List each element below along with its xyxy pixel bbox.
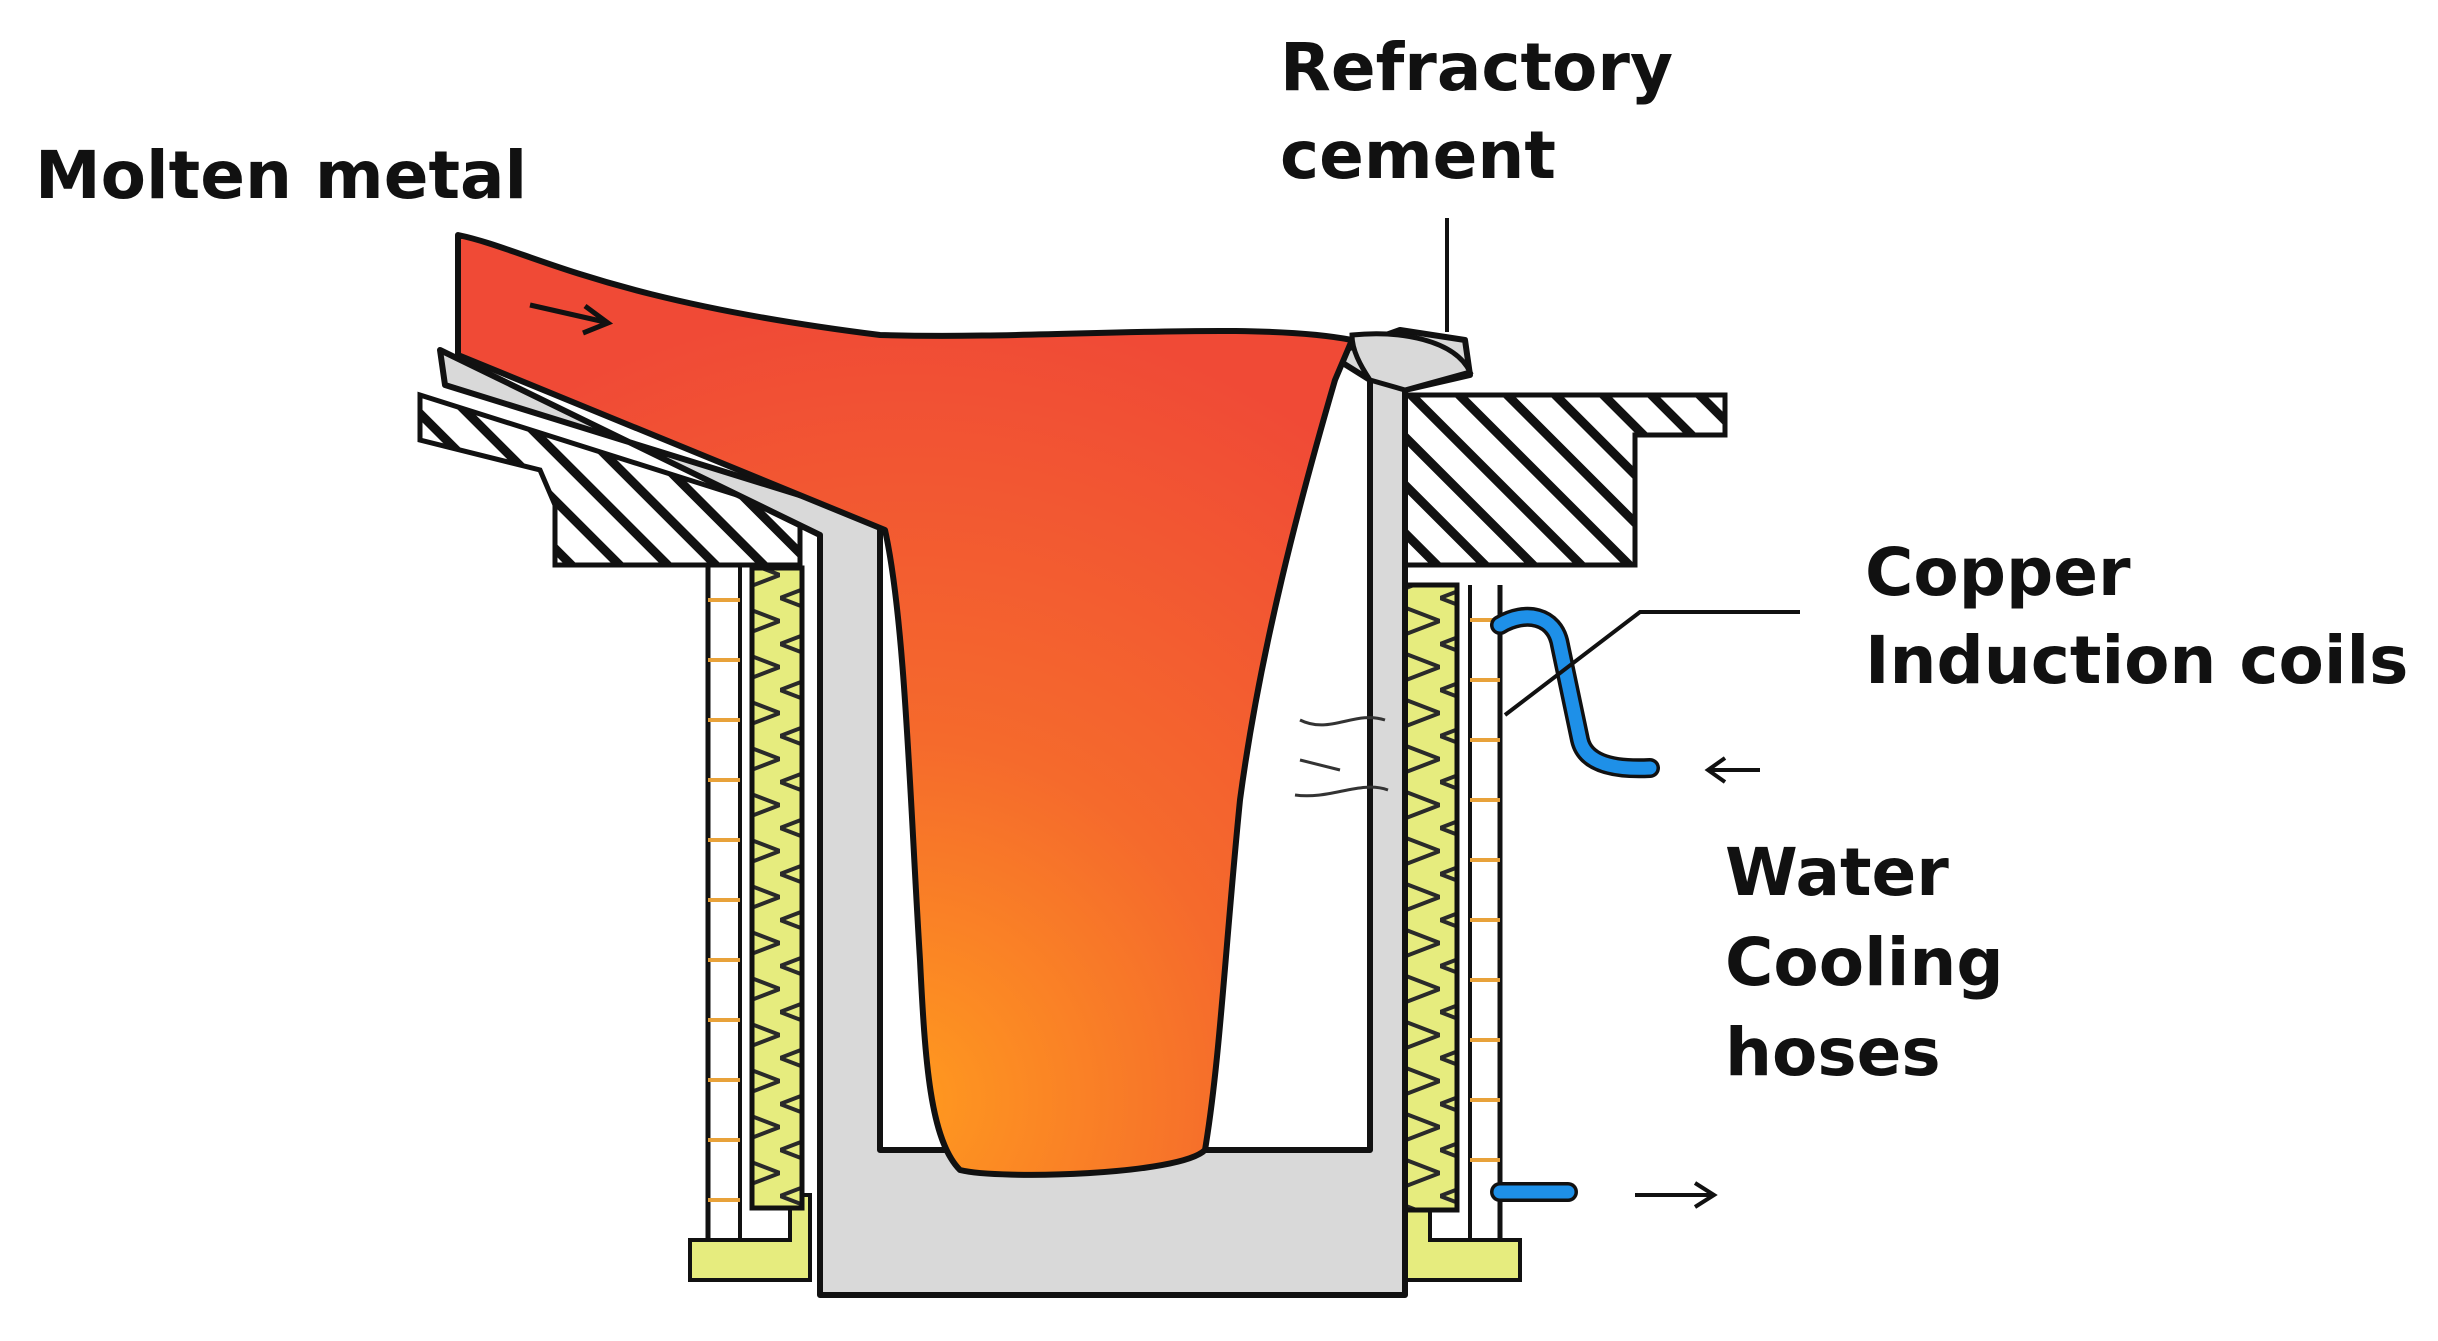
refractory-lip (1349, 331, 1474, 393)
right-hatched-block (1402, 392, 1728, 568)
label-water-line1: Water (1725, 834, 1949, 911)
right-copper-coil (1402, 582, 1460, 1213)
label-refractory-line2: cement (1280, 117, 1556, 194)
label-copper-line1: Copper (1865, 534, 2131, 611)
label-water-line2: Cooling (1725, 924, 2004, 1001)
water-out-arrow-icon (1635, 1181, 1718, 1209)
right-coil-assembly (1402, 582, 1503, 1240)
crack-lines (1294, 716, 1389, 798)
left-copper-coil (749, 565, 805, 1211)
left-coil-foot (688, 1193, 812, 1282)
left-coil-assembly (705, 565, 805, 1240)
upper-water-hose-fill (1493, 610, 1657, 775)
copper-leader-line (1503, 610, 1800, 717)
water-in-arrow-icon (1704, 756, 1760, 784)
label-copper-line2: Induction coils (1865, 622, 2408, 699)
flow-arrow-icon (529, 302, 614, 336)
label-molten-metal: Molten metal (35, 137, 527, 214)
label-water-line3: hoses (1725, 1014, 1941, 1091)
label-refractory-line1: Refractory (1280, 29, 1673, 106)
molten-metal-body (455, 232, 1355, 1178)
refractory-crucible (437, 327, 1473, 1298)
